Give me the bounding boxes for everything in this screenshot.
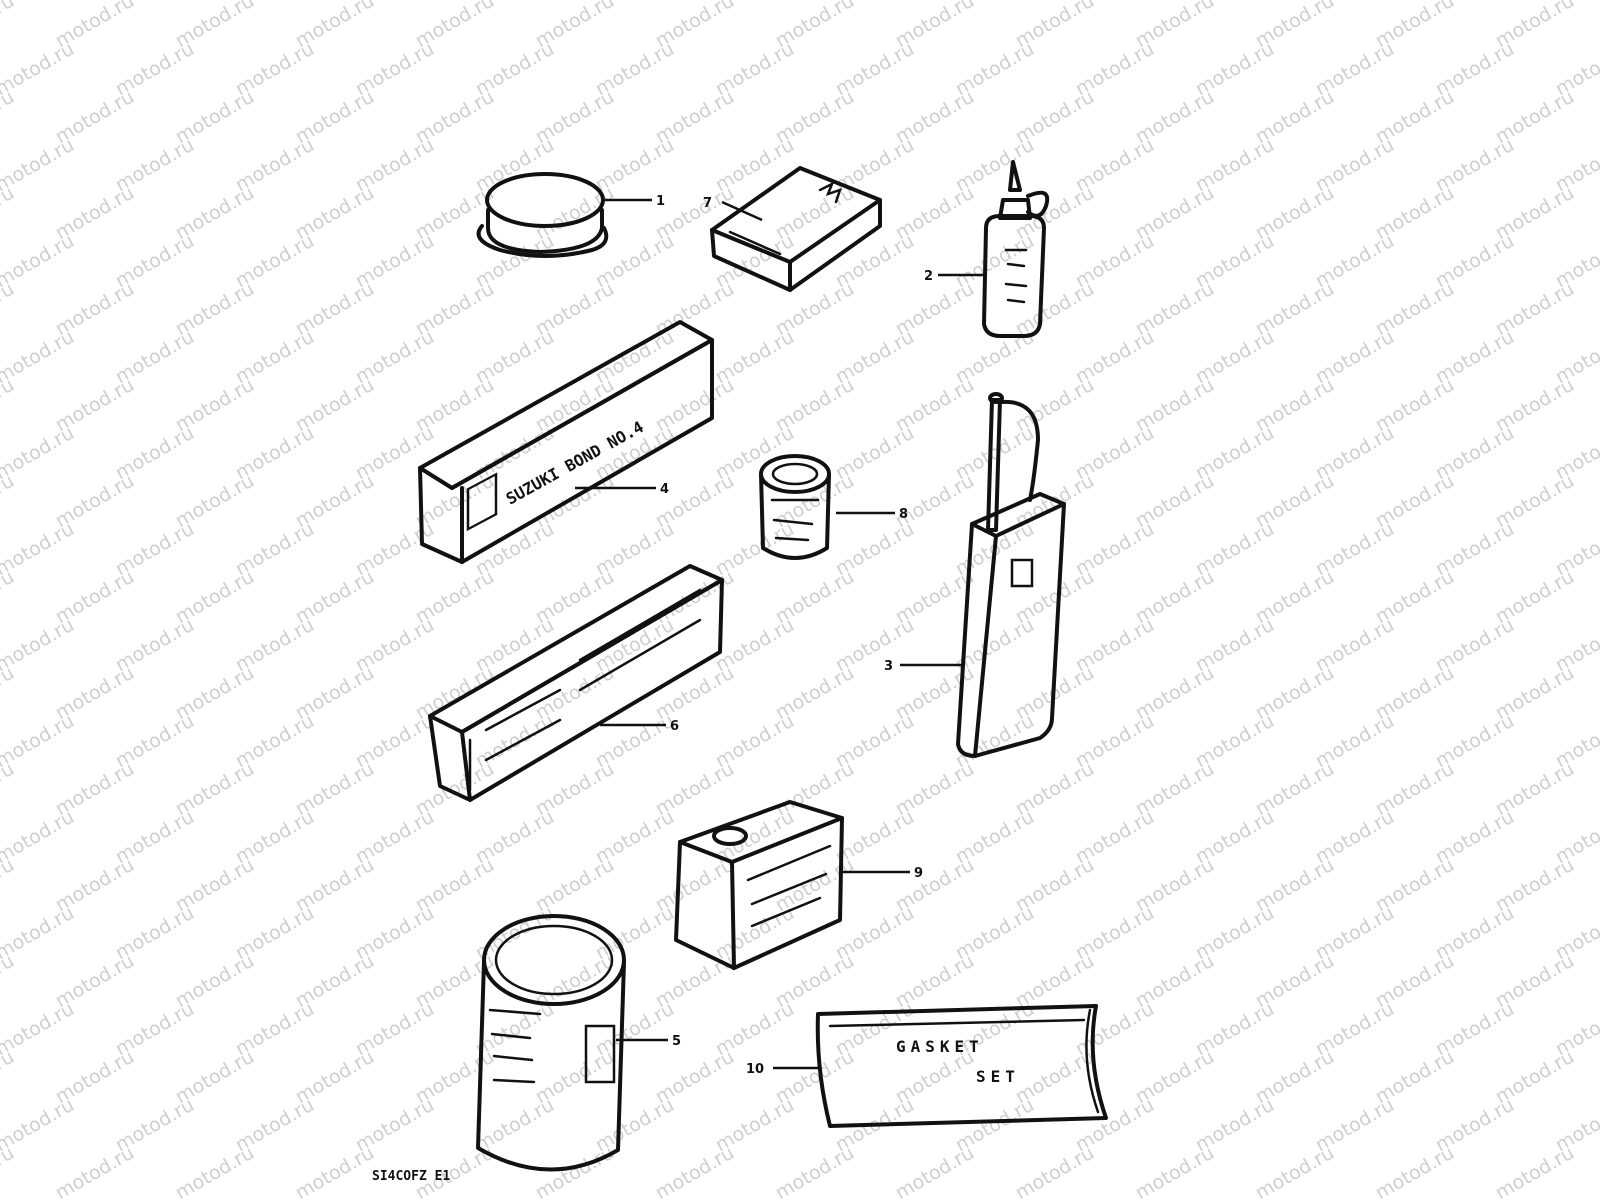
gasket-label-line1: GASKET <box>896 1037 984 1056</box>
part-8-small-can <box>759 454 831 560</box>
watermark-text: motod.ru <box>0 854 18 917</box>
leader-7 <box>721 200 763 222</box>
watermark-text: motod.ru <box>892 1142 978 1200</box>
part-5-large-can <box>476 914 626 1172</box>
watermark-text: motod.ru <box>0 902 78 965</box>
figure-code: SI4COFZ E1 <box>372 1169 450 1184</box>
watermark-text: motod.ru <box>0 518 78 581</box>
callout-6: 6 <box>670 719 679 734</box>
watermark-text: motod.ru <box>0 422 78 485</box>
watermark-text: motod.ru <box>0 278 18 341</box>
callout-3: 3 <box>884 659 893 674</box>
callout-7: 7 <box>703 196 712 211</box>
watermark-text: motod.ru <box>52 1142 138 1200</box>
part-3-tall-bottle <box>956 392 1066 758</box>
callout-1: 1 <box>656 194 665 209</box>
watermark-text: motod.ru <box>0 1142 18 1200</box>
part-1-round-container <box>476 172 609 258</box>
gasket-label-line2: SET <box>976 1067 1020 1086</box>
watermark-text: motod.ru <box>0 758 18 821</box>
watermark-text: motod.ru <box>0 566 18 629</box>
part-10-gasket-set: GASKET SET <box>815 1004 1108 1128</box>
callout-2: 2 <box>924 269 933 284</box>
callout-9: 9 <box>914 866 923 881</box>
part-7-small-box <box>710 166 882 292</box>
watermark-text: motod.ru <box>0 374 18 437</box>
watermark-text: motod.ru <box>0 470 18 533</box>
watermark-text: motod.ru <box>0 710 78 773</box>
watermark-text: motod.ru <box>0 998 78 1061</box>
watermark-text: motod.ru <box>1492 1142 1578 1200</box>
watermark-text: motod.ru <box>1372 1142 1458 1200</box>
watermark-text: motod.ru <box>0 950 18 1013</box>
watermark-text: motod.ru <box>0 38 78 101</box>
watermark-text: motod.ru <box>652 1142 738 1200</box>
watermark-text: motod.ru <box>0 134 78 197</box>
watermark-text: motod.ru <box>0 326 78 389</box>
watermark-text: motod.ru <box>0 0 18 52</box>
watermark-text: motod.ru <box>292 1142 378 1200</box>
watermark-text: motod.ru <box>0 806 78 869</box>
watermark-text: motod.ru <box>0 662 18 725</box>
watermark-text: motod.ru <box>772 1142 858 1200</box>
watermark-text: motod.ru <box>0 1046 18 1109</box>
part-9-square-can <box>674 800 844 970</box>
watermark-text: motod.ru <box>1132 1142 1218 1200</box>
watermark-text: motod.ru <box>0 614 78 677</box>
callout-8: 8 <box>899 507 908 522</box>
watermark-text: motod.ru <box>172 1142 258 1200</box>
watermark-text: motod.ru <box>0 1094 78 1157</box>
watermark-text: motod.ru <box>1252 1142 1338 1200</box>
callout-10: 10 <box>746 1062 764 1077</box>
callout-4: 4 <box>660 482 669 497</box>
part-2-oil-bottle <box>982 160 1050 338</box>
watermark-text: motod.ru <box>0 230 78 293</box>
watermark-text: motod.ru <box>0 182 18 245</box>
part-6-long-box <box>428 564 724 802</box>
suzuki-logo-icon <box>818 181 842 204</box>
callout-5: 5 <box>672 1034 681 1049</box>
watermark-text: motod.ru <box>1012 1142 1098 1200</box>
bottle-logo-icon <box>1010 558 1034 588</box>
watermark-text: motod.ru <box>0 86 18 149</box>
